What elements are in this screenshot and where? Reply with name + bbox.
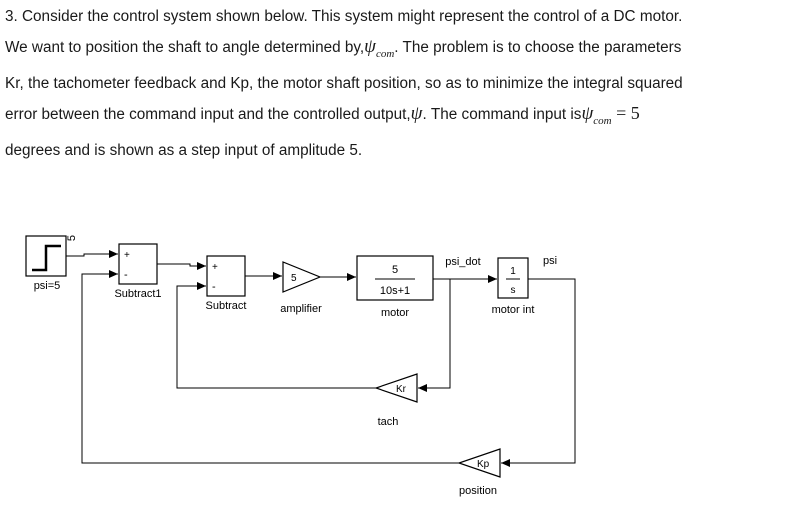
subtract-block[interactable] bbox=[206, 255, 246, 297]
problem-text: error between the command input and the … bbox=[5, 105, 411, 123]
equals-five: = 5 bbox=[611, 102, 640, 123]
problem-text: We want to position the shaft to angle d… bbox=[5, 38, 365, 56]
position-gain-block[interactable] bbox=[457, 448, 501, 478]
tach-gain-value: Kr bbox=[396, 384, 407, 395]
problem-text: degrees and is shown as a step input of … bbox=[5, 142, 363, 159]
integrator-label: motor int bbox=[492, 304, 535, 316]
integrator-block[interactable] bbox=[497, 257, 529, 299]
tach-label: tach bbox=[378, 416, 399, 428]
tach-gain-block[interactable] bbox=[374, 373, 418, 403]
subtract1-block[interactable] bbox=[118, 243, 158, 285]
psi-dot-signal-label: psi_dot bbox=[445, 256, 480, 268]
signal-line bbox=[66, 250, 118, 258]
problem-text: 3. Consider the control system shown bel… bbox=[5, 8, 683, 25]
psi-symbol: ψ bbox=[410, 102, 423, 124]
signal-line bbox=[176, 282, 376, 389]
subtract-minus-sign: - bbox=[212, 281, 216, 293]
problem-line-5: degrees and is shown as a step input of … bbox=[5, 136, 793, 166]
signal-line bbox=[501, 278, 576, 467]
position-gain-value: Kp bbox=[477, 459, 490, 470]
problem-line-1: 3. Consider the control system shown bel… bbox=[5, 2, 793, 32]
subtract1-plus-sign: + bbox=[124, 250, 130, 261]
motor-transfer-function-block[interactable] bbox=[356, 255, 434, 301]
problem-statement: 3. Consider the control system shown bel… bbox=[5, 2, 793, 166]
integrator-numerator: 1 bbox=[510, 266, 516, 277]
step-amplitude-label: 5 bbox=[66, 235, 78, 241]
signal-line bbox=[81, 270, 459, 464]
psi-signal-label: psi bbox=[543, 255, 557, 267]
problem-text: . The problem is to choose the parameter… bbox=[394, 38, 682, 56]
motor-denominator: 10s+1 bbox=[380, 285, 410, 297]
problem-line-2: We want to position the shaft to angle d… bbox=[5, 32, 793, 70]
amplifier-label: amplifier bbox=[280, 303, 322, 315]
problem-line-4: error between the command input and the … bbox=[5, 99, 793, 137]
subtract1-minus-sign: - bbox=[124, 269, 128, 281]
step-name-label: psi=5 bbox=[34, 280, 61, 292]
subtract-label: Subtract bbox=[206, 300, 247, 312]
problem-text: Kr, the tachometer feedback and Kp, the … bbox=[5, 75, 683, 92]
motor-numerator: 5 bbox=[392, 264, 398, 276]
psi-symbol: ψ bbox=[581, 102, 594, 124]
signal-line bbox=[418, 279, 451, 392]
integrator-denominator: s bbox=[511, 285, 516, 296]
amplifier-gain-block[interactable] bbox=[282, 261, 322, 293]
amplifier-gain-value: 5 bbox=[291, 273, 297, 284]
psi-subscript: com bbox=[593, 114, 612, 127]
step-input-block[interactable] bbox=[25, 235, 67, 277]
signal-line bbox=[157, 262, 206, 270]
position-label: position bbox=[459, 485, 497, 497]
psi-symbol: ψ bbox=[364, 35, 376, 57]
psi-subscript: com bbox=[375, 47, 395, 60]
problem-line-3: Kr, the tachometer feedback and Kp, the … bbox=[5, 69, 793, 99]
motor-label: motor bbox=[381, 307, 409, 319]
subtract1-label: Subtract1 bbox=[114, 288, 161, 300]
subtract-plus-sign: + bbox=[212, 262, 218, 273]
problem-text: . The command input is bbox=[422, 105, 582, 123]
